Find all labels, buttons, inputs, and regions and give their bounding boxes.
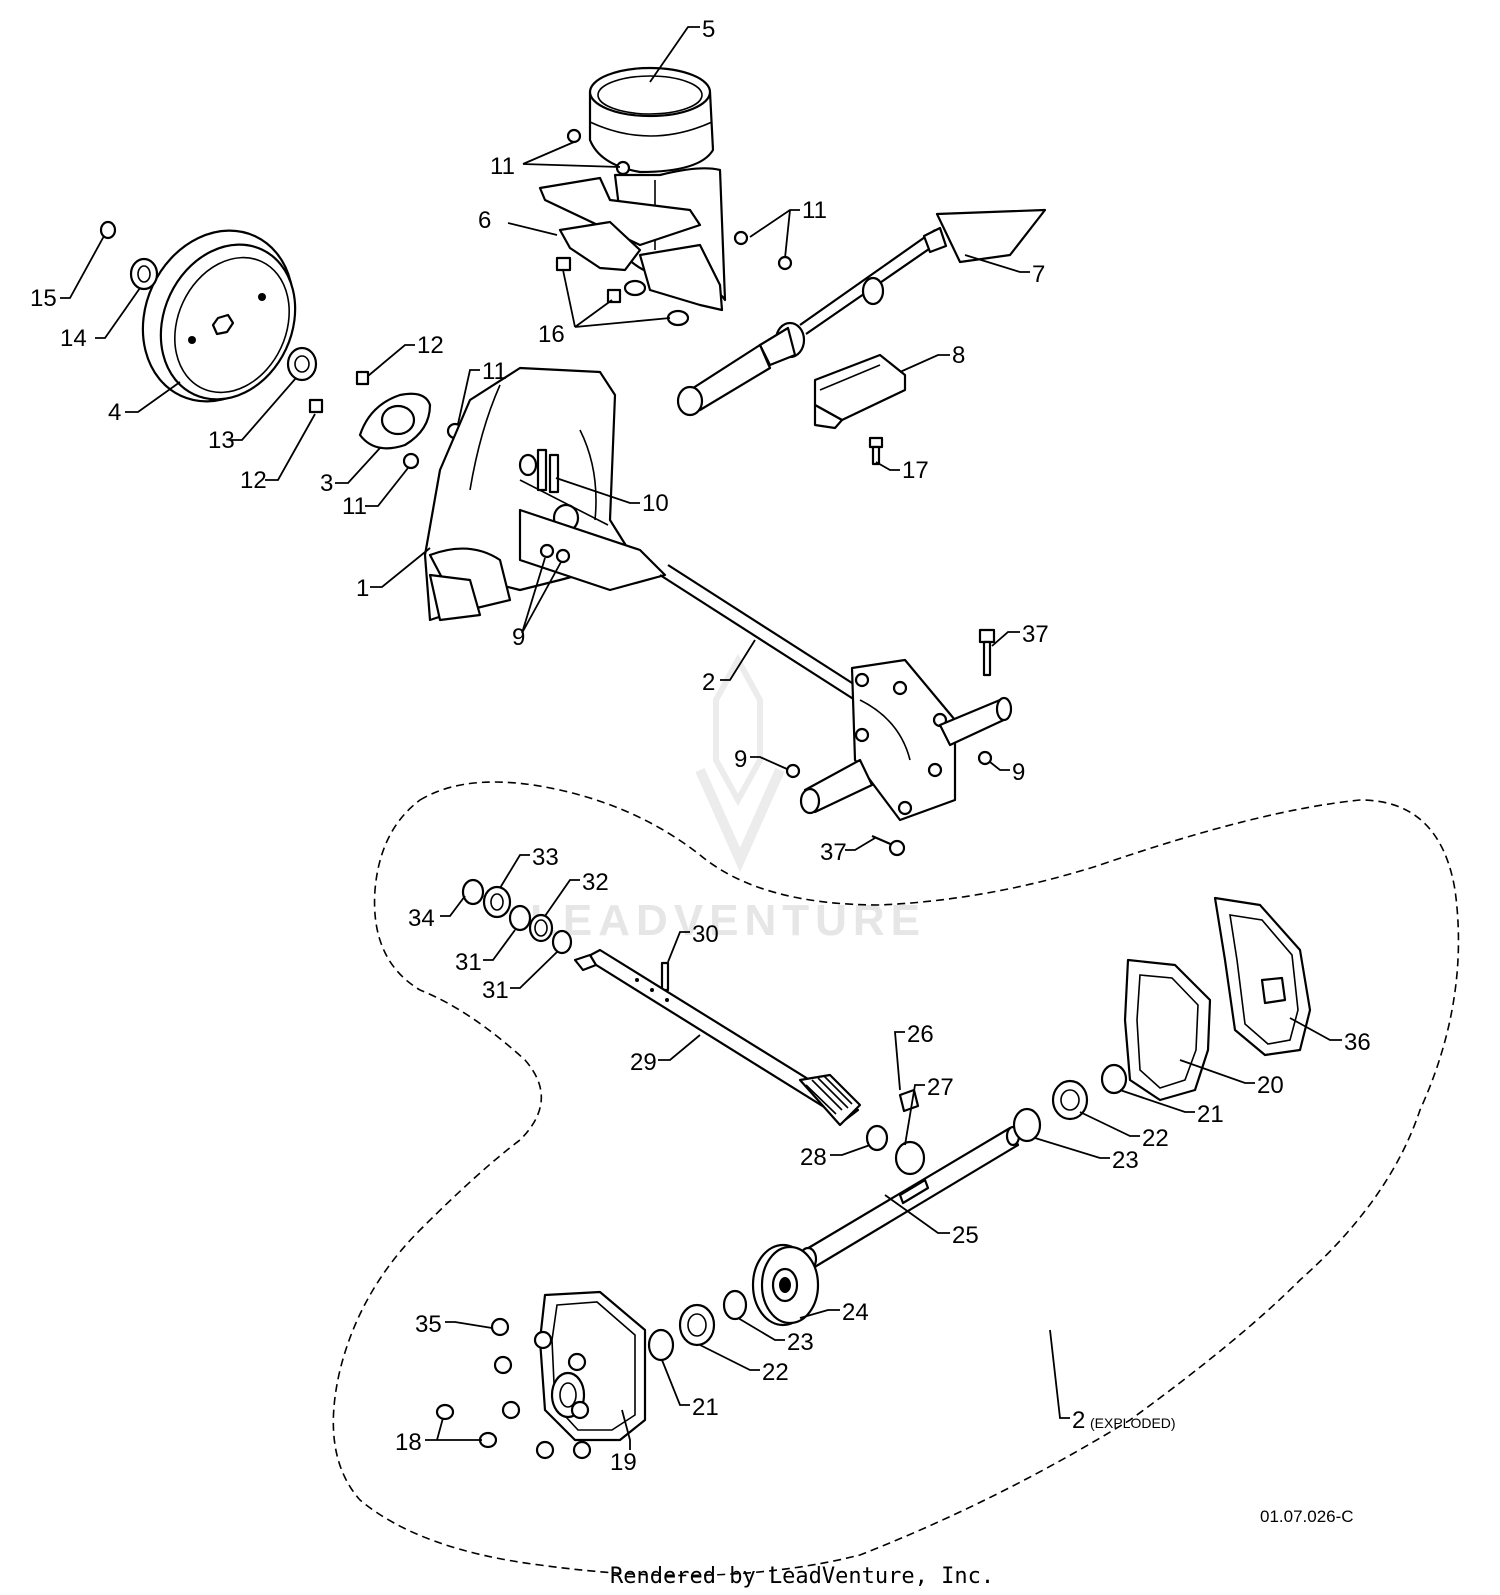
bolt-17	[868, 436, 884, 466]
bolts-37	[871, 628, 996, 857]
callout-11-b: 11	[802, 197, 827, 224]
part-21-seal-b	[647, 1328, 675, 1362]
part-14-bearing	[129, 257, 159, 291]
exploded-note: (EXPLODED)	[1090, 1415, 1176, 1431]
part-31-washer-b	[551, 929, 573, 955]
exploded-boundary	[332, 781, 1460, 1577]
bolts-10	[536, 448, 560, 494]
part-36-housing-half	[1213, 896, 1312, 1057]
callout-21-b: 21	[692, 1394, 719, 1421]
part-28-washer	[865, 1124, 889, 1152]
part-21-seal-a	[1100, 1063, 1128, 1095]
nuts-11	[402, 128, 793, 470]
callout-9-c: 9	[1012, 759, 1025, 786]
callout-33: 33	[532, 844, 559, 871]
part-23-washer-b	[722, 1289, 748, 1321]
callout-21-a: 21	[1197, 1101, 1224, 1128]
callout-28: 28	[800, 1144, 827, 1171]
callout-29: 29	[630, 1049, 657, 1076]
callout-26: 26	[907, 1021, 934, 1048]
nuts-9-gearbox	[785, 750, 993, 779]
callout-5: 5	[702, 16, 715, 43]
callout-17: 17	[902, 457, 929, 484]
callout-12-b: 12	[240, 467, 267, 494]
part-34-ring	[461, 878, 485, 906]
callout-35: 35	[415, 1311, 442, 1338]
callout-8: 8	[952, 342, 965, 369]
part-23-washer-a	[1012, 1107, 1042, 1143]
callout-31-b: 31	[482, 977, 509, 1004]
callout-27: 27	[927, 1074, 954, 1101]
callout-9-a: 9	[512, 624, 525, 651]
watermark-text: LEADVENTURE	[530, 896, 926, 945]
part-30-pin	[660, 961, 670, 992]
part-15-nut	[99, 220, 117, 240]
part-27-bushing	[894, 1140, 926, 1176]
callout-11-a: 11	[490, 153, 515, 180]
callout-4: 4	[108, 399, 121, 426]
part-2-gearbox	[659, 564, 1013, 822]
part-7-crank	[676, 208, 1047, 417]
callout-15: 15	[30, 285, 57, 312]
callout-labels: 5 11 6 11 7 15 14 16 12 8 11 4 13 17 12 …	[30, 16, 1371, 1476]
screws-35	[490, 1317, 592, 1460]
callout-23-a: 23	[1112, 1147, 1139, 1174]
callout-14: 14	[60, 325, 87, 352]
watermark: LEADVENTURE	[530, 653, 926, 945]
callout-2-exploded: 2	[1072, 1407, 1085, 1434]
callout-36: 36	[1344, 1029, 1371, 1056]
callout-11-c: 11	[482, 358, 507, 385]
callout-37-a: 37	[1022, 621, 1049, 648]
part-26-key	[898, 1088, 920, 1113]
callout-9-b: 9	[734, 746, 747, 773]
plugs-18	[435, 1403, 498, 1449]
callout-32: 32	[582, 869, 609, 896]
bolts-16	[555, 256, 690, 327]
callout-25: 25	[952, 1222, 979, 1249]
callout-19: 19	[610, 1449, 637, 1476]
callout-10: 10	[642, 490, 669, 517]
callout-23-b: 23	[787, 1329, 814, 1356]
callout-12-a: 12	[417, 332, 444, 359]
callout-22-a: 22	[1142, 1125, 1169, 1152]
part-32-seal	[528, 913, 554, 943]
part-8-bracket	[813, 353, 907, 430]
part-29-worm-shaft	[573, 948, 862, 1127]
callout-7: 7	[1032, 261, 1045, 288]
callout-11-d: 11	[342, 493, 367, 520]
callout-6: 6	[478, 207, 491, 234]
callout-31-a: 31	[455, 949, 482, 976]
leader-lines	[60, 26, 1342, 1450]
part-6-bracket	[538, 176, 724, 312]
callout-16: 16	[538, 321, 565, 348]
callout-18: 18	[395, 1429, 422, 1456]
part-3-flange	[358, 392, 432, 450]
callout-30: 30	[692, 921, 719, 948]
part-22-bearing-b	[678, 1303, 716, 1347]
callout-13: 13	[208, 427, 235, 454]
callout-34: 34	[408, 905, 435, 932]
callout-1: 1	[356, 575, 369, 602]
part-31-washer-a	[508, 904, 532, 932]
part-20-gasket	[1123, 958, 1212, 1102]
part-4-pulley	[141, 229, 297, 403]
callout-3: 3	[320, 470, 333, 497]
callout-22-b: 22	[762, 1359, 789, 1386]
part-13-bearing	[286, 346, 318, 382]
screws-12	[308, 370, 370, 414]
callout-24: 24	[842, 1299, 869, 1326]
callout-2: 2	[702, 669, 715, 696]
part-19-housing-half	[538, 1290, 647, 1442]
part-22-bearing-a	[1051, 1079, 1089, 1121]
footer-credit: Rendered by LeadVenture, Inc.	[610, 1564, 994, 1589]
callout-37-b: 37	[820, 839, 847, 866]
nuts-9-housing	[539, 543, 571, 564]
part-33-bushing	[482, 885, 512, 919]
part-1-housing	[423, 366, 667, 622]
diagram-code: 01.07.026-C	[1260, 1507, 1354, 1526]
callout-20: 20	[1257, 1072, 1284, 1099]
part-24-worm-gear	[751, 1243, 820, 1327]
